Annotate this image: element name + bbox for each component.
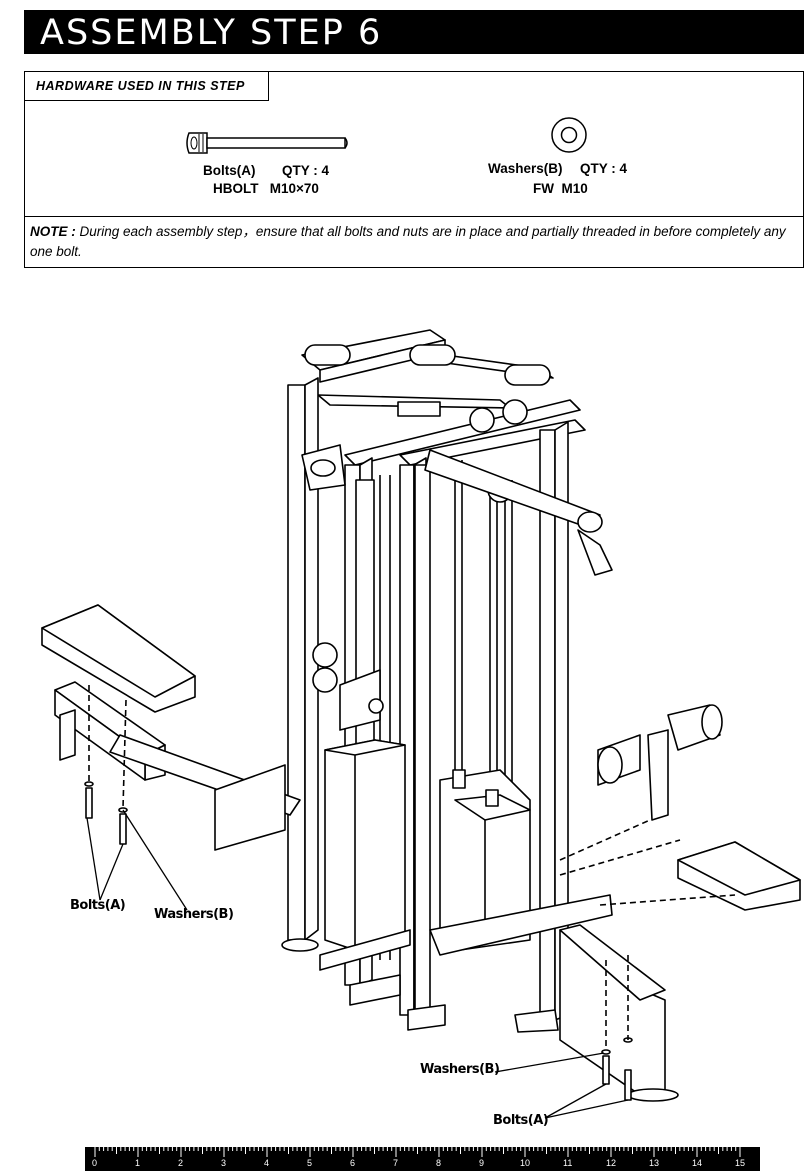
ruler-label-7: 7 bbox=[393, 1158, 399, 1168]
ruler-label-4: 4 bbox=[264, 1158, 270, 1168]
ruler-label-6: 6 bbox=[350, 1158, 356, 1168]
step-title: ASSEMBLY STEP 6 bbox=[40, 13, 383, 53]
note-prefix: NOTE : bbox=[30, 224, 76, 239]
hardware-box: HARDWARE USED IN THIS STEP Bolts(A) QTY … bbox=[24, 71, 804, 268]
ruler-label-0: 0 bbox=[92, 1158, 98, 1168]
ruler-label-5: 5 bbox=[307, 1158, 313, 1168]
ruler-label-14: 14 bbox=[692, 1158, 703, 1168]
left-base bbox=[281, 929, 446, 1031]
ruler-label-1: 1 bbox=[135, 1158, 141, 1168]
washer-qty: QTY : 4 bbox=[580, 161, 628, 176]
bolt-spec: HBOLT M10×70 bbox=[213, 181, 319, 196]
ruler-label-8: 8 bbox=[436, 1158, 442, 1168]
bolt-name: Bolts(A) bbox=[203, 163, 256, 178]
high-pulley-arm bbox=[424, 449, 613, 576]
left-hardware bbox=[84, 781, 128, 845]
callout-left-washers: Washers(B) bbox=[154, 907, 234, 922]
ruler-label-12: 12 bbox=[606, 1158, 617, 1168]
assembly-illustration bbox=[41, 329, 801, 1119]
washer-icon bbox=[551, 117, 587, 153]
ruler-label-3: 3 bbox=[221, 1158, 227, 1168]
weight-stack-left bbox=[324, 739, 406, 951]
ruler-label-15: 15 bbox=[735, 1158, 746, 1168]
callout-right-washers: Washers(B) bbox=[420, 1062, 500, 1077]
ruler-label-10: 10 bbox=[520, 1158, 531, 1168]
washer-name: Washers(B) bbox=[488, 161, 563, 176]
ruler-label-11: 11 bbox=[563, 1158, 573, 1168]
bolt-qty: QTY : 4 bbox=[282, 163, 330, 178]
guide-rods bbox=[454, 460, 513, 800]
note-text: During each assembly step，ensure that al… bbox=[30, 224, 786, 259]
note-divider bbox=[25, 216, 803, 217]
alignment-lines bbox=[88, 685, 736, 1050]
measurement-ruler: 0 1 2 3 4 5 6 7 8 9 10 11 12 13 14 15 bbox=[85, 1147, 760, 1171]
ruler-label-9: 9 bbox=[479, 1158, 485, 1168]
callout-leaders bbox=[86, 809, 629, 1119]
hardware-label: HARDWARE USED IN THIS STEP bbox=[25, 72, 269, 101]
right-seat bbox=[677, 841, 801, 911]
washer-spec: FW M10 bbox=[533, 181, 588, 196]
ruler-label-2: 2 bbox=[178, 1158, 184, 1168]
step-header: ASSEMBLY STEP 6 bbox=[24, 10, 804, 54]
callout-left-bolts: Bolts(A) bbox=[70, 898, 126, 913]
bolt-icon bbox=[186, 132, 348, 154]
right-base bbox=[429, 894, 679, 1102]
callout-right-bolts: Bolts(A) bbox=[493, 1113, 549, 1128]
ruler-ticks bbox=[94, 1147, 741, 1157]
ruler-label-13: 13 bbox=[649, 1158, 660, 1168]
leg-roller bbox=[597, 704, 723, 821]
left-seat bbox=[41, 604, 301, 851]
assembly-note: NOTE : During each assembly step，ensure … bbox=[30, 222, 795, 262]
